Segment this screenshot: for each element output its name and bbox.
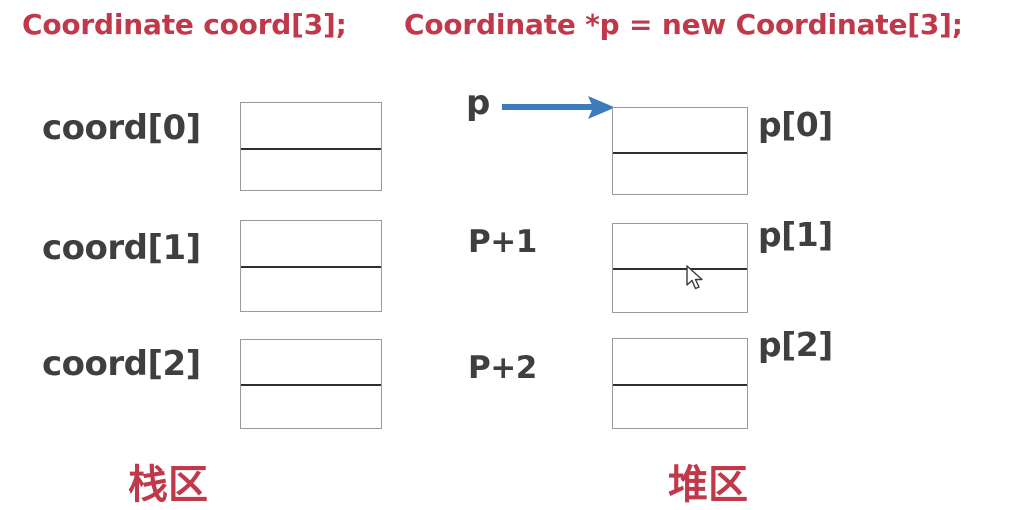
stack-cell-box-1	[240, 220, 382, 312]
stack-cell-2-row-top	[241, 340, 381, 386]
stack-declaration-title: Coordinate coord[3];	[22, 8, 347, 41]
heap-cell-0-row-top	[613, 108, 747, 154]
pointer-arrow-icon	[502, 96, 615, 119]
heap-declaration-title: Coordinate *p = new Coordinate[3];	[404, 8, 963, 41]
heap-cell-0-row-bottom	[613, 154, 747, 194]
heap-cell-1-row-bottom	[613, 270, 747, 312]
heap-cell-index-label-0: p[0]	[758, 105, 833, 144]
stack-cell-box-2	[240, 339, 382, 429]
stack-cell-label-1: coord[1]	[42, 228, 201, 268]
heap-cell-2-row-bottom	[613, 386, 747, 428]
heap-cell-offset-label-2: P+2	[468, 350, 537, 386]
stack-cell-0-row-top	[241, 103, 381, 150]
heap-cell-1-row-top	[613, 224, 747, 270]
heap-cell-index-label-2: p[2]	[758, 325, 833, 364]
stack-cell-label-0: coord[0]	[42, 108, 201, 148]
heap-cell-box-0	[612, 107, 748, 195]
stack-region-caption: 栈区	[128, 462, 208, 508]
stack-cell-box-0	[240, 102, 382, 191]
stack-cell-0-row-bottom	[241, 150, 381, 190]
heap-cell-box-1	[612, 223, 748, 313]
stack-cell-1-row-top	[241, 221, 381, 268]
heap-cell-index-label-1: p[1]	[758, 215, 833, 254]
pointer-label-p: p	[466, 83, 490, 123]
stack-cell-2-row-bottom	[241, 386, 381, 428]
heap-region-caption: 堆区	[668, 462, 748, 508]
heap-cell-box-2	[612, 338, 748, 429]
stack-cell-1-row-bottom	[241, 268, 381, 311]
heap-cell-offset-label-1: P+1	[468, 224, 537, 260]
heap-cell-2-row-top	[613, 339, 747, 386]
stack-cell-label-2: coord[2]	[42, 344, 201, 384]
